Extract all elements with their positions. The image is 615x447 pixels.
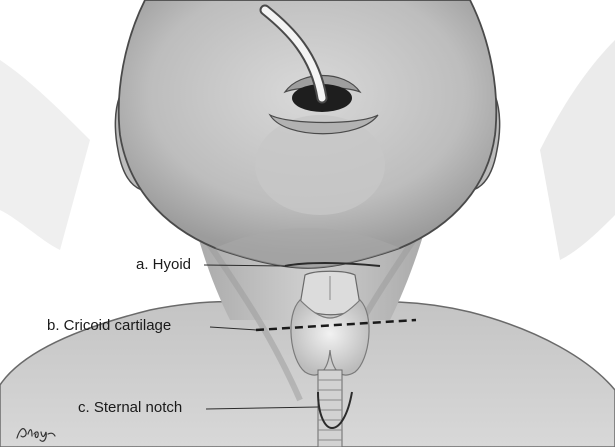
hyoid-label: a. Hyoid	[136, 256, 191, 273]
artist-signature	[14, 422, 58, 444]
trachea	[318, 370, 342, 447]
sternal-notch-label: c. Sternal notch	[78, 399, 182, 416]
background-shading-left	[0, 60, 90, 250]
background-shading-right	[540, 40, 615, 260]
cricoid-cartilage-label: b. Cricoid cartilage	[47, 317, 171, 334]
